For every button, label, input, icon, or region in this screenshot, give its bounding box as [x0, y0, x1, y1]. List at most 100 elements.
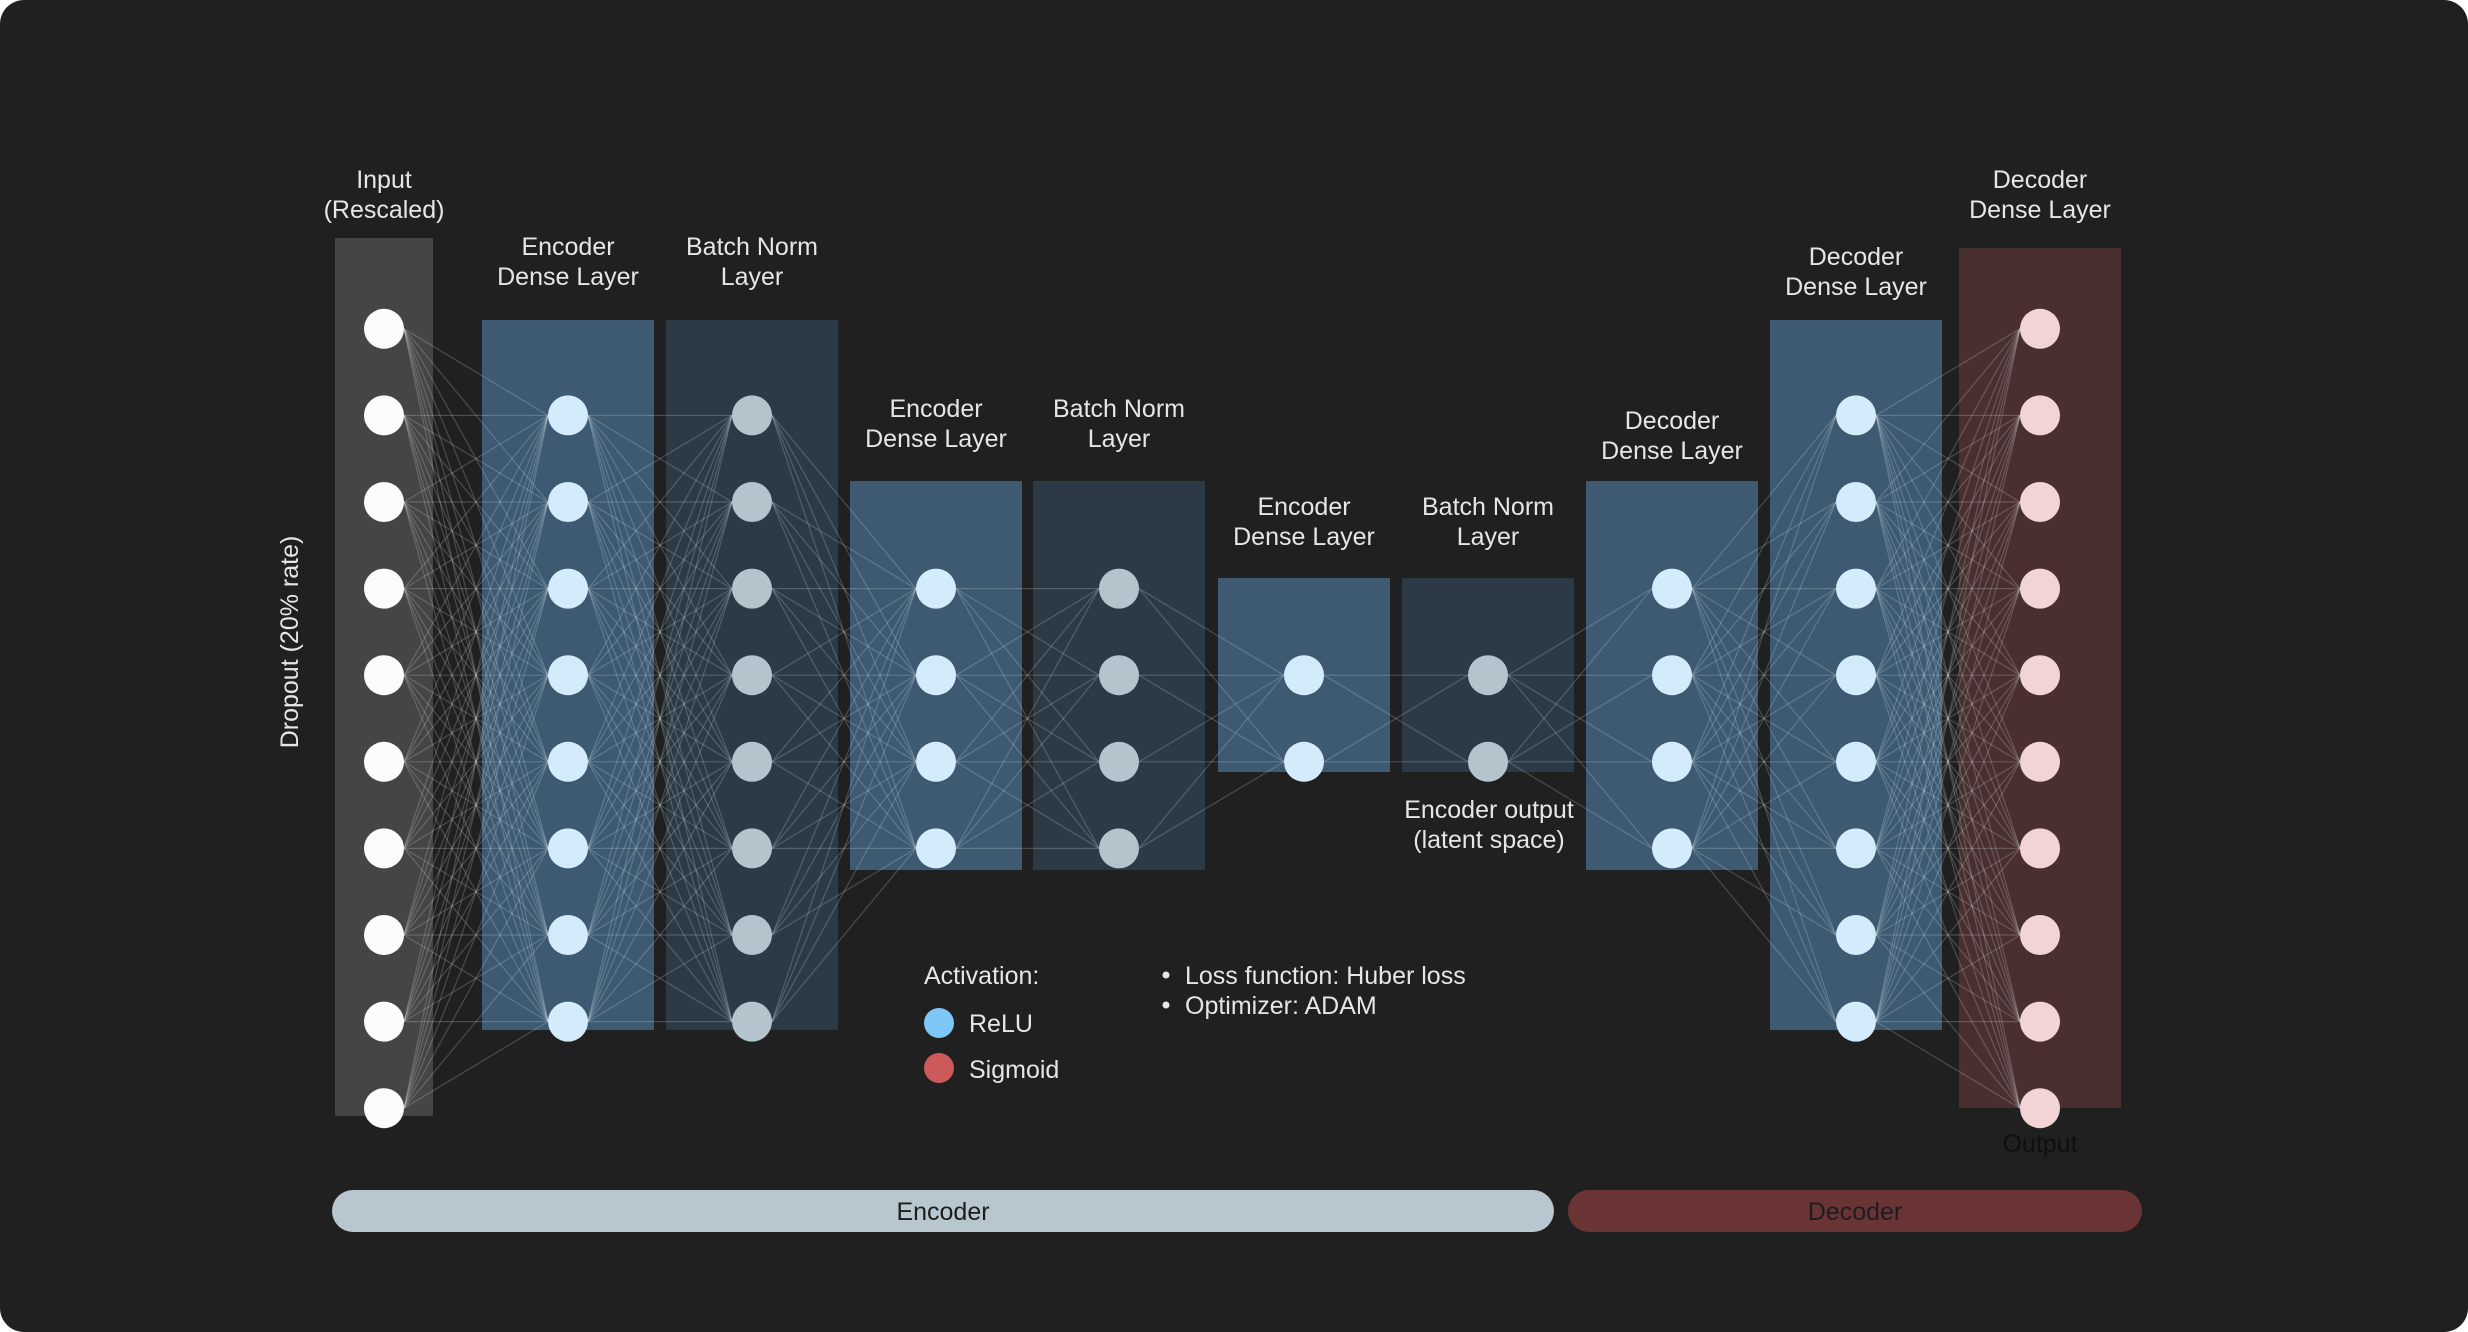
- connection-line: [955, 588, 1100, 849]
- connection-line: [587, 501, 733, 763]
- connection-line: [1691, 674, 1837, 849]
- connection-line: [403, 847, 549, 936]
- encoder-neuron: [916, 828, 956, 869]
- connection-line: [587, 415, 733, 763]
- connection-line: [1875, 328, 2021, 1022]
- connection-line: [403, 675, 549, 1109]
- note-bullet: [1162, 1001, 1170, 1009]
- connection-line: [587, 761, 733, 936]
- connection-line: [1691, 588, 1837, 936]
- connection-line: [1507, 674, 1653, 763]
- connection-line: [403, 761, 549, 1109]
- connection-line: [1875, 588, 2021, 849]
- connection-line: [771, 415, 917, 763]
- connection-line: [587, 415, 733, 676]
- connection-line: [955, 761, 1100, 849]
- input-neuron: [364, 395, 404, 436]
- layer-title: Decoder: [1993, 166, 2088, 194]
- connection-line: [1875, 501, 2021, 763]
- dropout-label: Dropout (20% rate): [276, 536, 304, 749]
- legend-sigmoid-swatch: [924, 1053, 954, 1083]
- encoder-neuron: [1836, 915, 1876, 955]
- connection-line: [1875, 934, 2021, 1109]
- legend-sigmoid-label: Sigmoid: [969, 1056, 1059, 1084]
- connection-line: [771, 588, 917, 763]
- latent-label-line2: (latent space): [1413, 826, 1564, 854]
- connection-line: [587, 501, 733, 763]
- connection-line: [1875, 414, 2021, 503]
- encoder-neuron: [1652, 655, 1692, 696]
- connection-line: [1875, 761, 2021, 849]
- connection-line: [403, 588, 549, 849]
- connection-line: [1875, 501, 2021, 849]
- connection-line: [1875, 588, 2021, 763]
- connection-line: [771, 674, 917, 849]
- connection-line: [1875, 761, 2021, 1022]
- connection-line: [587, 414, 733, 503]
- layer-title: Dense Layer: [1601, 437, 1743, 465]
- encoder-neuron: [1284, 655, 1324, 696]
- layer-title: Input: [356, 166, 412, 194]
- connection-line: [403, 415, 549, 1022]
- connection-line: [1875, 588, 2021, 1022]
- connection-line: [1875, 674, 2021, 936]
- connection-line: [1875, 1021, 2021, 1109]
- output-neuron: [2020, 1001, 2060, 1042]
- encoder-neuron: [548, 828, 588, 869]
- connection-line: [1875, 415, 2021, 849]
- decoder-section-bar: [1568, 1190, 2142, 1232]
- input-neuron: [364, 482, 404, 522]
- encoder-neuron: [1284, 741, 1324, 782]
- connection-line: [955, 588, 1100, 676]
- note-loss: Loss function: Huber loss: [1185, 962, 1466, 990]
- layer-title: Batch Norm: [1053, 395, 1185, 423]
- connection-line: [1875, 934, 2021, 1023]
- connection-line: [955, 674, 1100, 849]
- encoder-neuron: [916, 655, 956, 696]
- encoder-neuron: [548, 1001, 588, 1042]
- connection-line: [403, 588, 549, 936]
- layer-title: Decoder: [1625, 407, 1720, 435]
- connection-line: [1691, 501, 1837, 590]
- connection-line: [1875, 501, 2021, 936]
- input-neuron: [364, 915, 404, 955]
- connection-line: [403, 415, 549, 936]
- connection-line: [1691, 674, 1837, 849]
- connection-line: [771, 674, 917, 1022]
- connection-line: [1875, 588, 2021, 676]
- encoder-neuron: [1836, 482, 1876, 522]
- connection-line: [1691, 847, 1837, 936]
- connection-line: [587, 501, 733, 936]
- batchnorm-neuron: [732, 1001, 772, 1042]
- encoder-section-label: Encoder: [896, 1198, 989, 1226]
- connection-line: [1875, 501, 2021, 936]
- connection-line: [403, 588, 549, 1109]
- connection-line: [1875, 415, 2021, 1022]
- batchnorm-neuron: [732, 395, 772, 436]
- output-neuron: [2020, 655, 2060, 696]
- encoder-neuron: [1836, 828, 1876, 869]
- connection-line: [1875, 848, 2021, 1109]
- connection-line: [1691, 761, 1837, 1022]
- connection-line: [1875, 588, 2021, 763]
- encoder-neuron: [1836, 1001, 1876, 1042]
- connection-line: [403, 761, 549, 936]
- connection-line: [1691, 588, 1837, 676]
- connection-line: [403, 588, 549, 1022]
- connection-line: [587, 761, 733, 1022]
- connection-line: [1323, 674, 1469, 763]
- connection-line: [403, 674, 549, 1022]
- decoder-section-label: Decoder: [1808, 1198, 1903, 1226]
- connection-line: [403, 934, 549, 1109]
- connection-line: [403, 761, 549, 1022]
- connection-line: [587, 674, 733, 936]
- connection-line: [1691, 761, 1837, 936]
- connection-line: [587, 501, 733, 676]
- connection-line: [1138, 588, 1285, 763]
- layer-title: Batch Norm: [1422, 493, 1554, 521]
- connection-line: [403, 847, 549, 936]
- output-neuron: [2020, 915, 2060, 955]
- connection-line: [403, 1021, 549, 1109]
- connection-line: [1875, 761, 2021, 936]
- output-neuron: [2020, 741, 2060, 782]
